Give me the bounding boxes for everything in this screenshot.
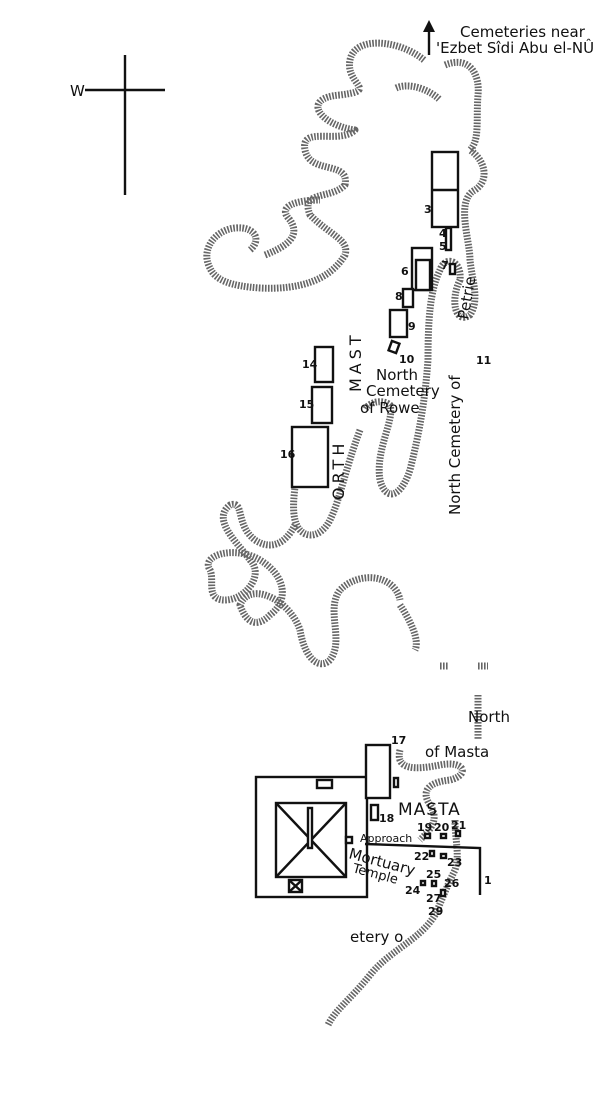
- tomb-18: [369, 803, 380, 822]
- tomb-15-label: 15: [299, 398, 314, 411]
- rowe-label-1: North: [376, 366, 418, 384]
- petrie-label-1: North Cemetery of: [446, 375, 464, 515]
- header-line2: 'Ezbet Sîdi Abu el-NÛ: [436, 38, 594, 57]
- approach-label: Approach: [360, 832, 412, 845]
- tomb-9: [388, 308, 409, 339]
- north-mastaba-label-a: ORTH: [329, 440, 348, 500]
- compass-west-label: W: [70, 82, 85, 100]
- north-mastaba-label-b: MAST: [346, 331, 365, 392]
- tomb-1-label: 1: [484, 874, 492, 887]
- tomb-3-label: 3: [424, 203, 432, 216]
- tomb-19-label: 19: [417, 821, 432, 834]
- tomb-10-label: 10: [399, 353, 415, 366]
- masta-north-label-1: North: [468, 708, 510, 726]
- tomb-9-label: 9: [408, 320, 416, 333]
- tomb-20-label: 20: [434, 821, 450, 834]
- tomb-23-label: 23: [447, 856, 462, 869]
- pyramid-complex: [254, 743, 482, 899]
- rowe-label-2: Cemetery: [366, 382, 440, 400]
- tomb-7-label: 7: [441, 259, 449, 272]
- petrie-label-2: Petrie: [454, 275, 479, 321]
- tomb-22-label: 22: [414, 850, 429, 863]
- tomb-14-label: 14: [302, 358, 318, 371]
- tomb-14: [313, 345, 335, 384]
- masta-label: MASTA: [398, 800, 461, 820]
- tomb-29-label: 29: [428, 905, 443, 918]
- approach-causeway: [364, 842, 482, 895]
- tomb-4-5: [444, 226, 453, 252]
- tomb-11-label: 11: [476, 354, 491, 367]
- tomb-26-label: 26: [444, 877, 460, 890]
- tomb-7: [448, 262, 457, 276]
- cemetery-o-label: etery o: [350, 928, 403, 946]
- tomb-25-label: 25: [426, 868, 441, 881]
- tomb-27-label: 27: [426, 892, 441, 905]
- masta-north-label-2: of Masta: [425, 743, 489, 761]
- tomb-17: [364, 743, 392, 800]
- compass-icon: [85, 55, 165, 195]
- tomb-4-label: 4: [439, 227, 447, 240]
- tomb-17-label: 17: [391, 734, 406, 747]
- tomb-8-label: 8: [395, 290, 403, 303]
- tomb-18-label: 18: [379, 812, 394, 825]
- tomb-24-label: 24: [405, 884, 421, 897]
- tomb-16: [290, 425, 330, 489]
- tomb-8: [401, 287, 415, 309]
- rowe-label-3: of Rowe: [360, 399, 420, 417]
- tomb-6-label: 6: [401, 265, 409, 278]
- tomb-15: [310, 385, 334, 425]
- north-tombs: [290, 150, 460, 489]
- tomb-21-label: 21: [451, 819, 466, 832]
- tomb-5-label: 5: [439, 240, 447, 253]
- tomb-10: [386, 339, 402, 355]
- escarpment-outlines: [203, 39, 488, 1027]
- tomb-16-label: 16: [280, 448, 296, 461]
- north-arrow-icon: [423, 20, 435, 55]
- header-line1: Cemeteries near: [460, 23, 586, 41]
